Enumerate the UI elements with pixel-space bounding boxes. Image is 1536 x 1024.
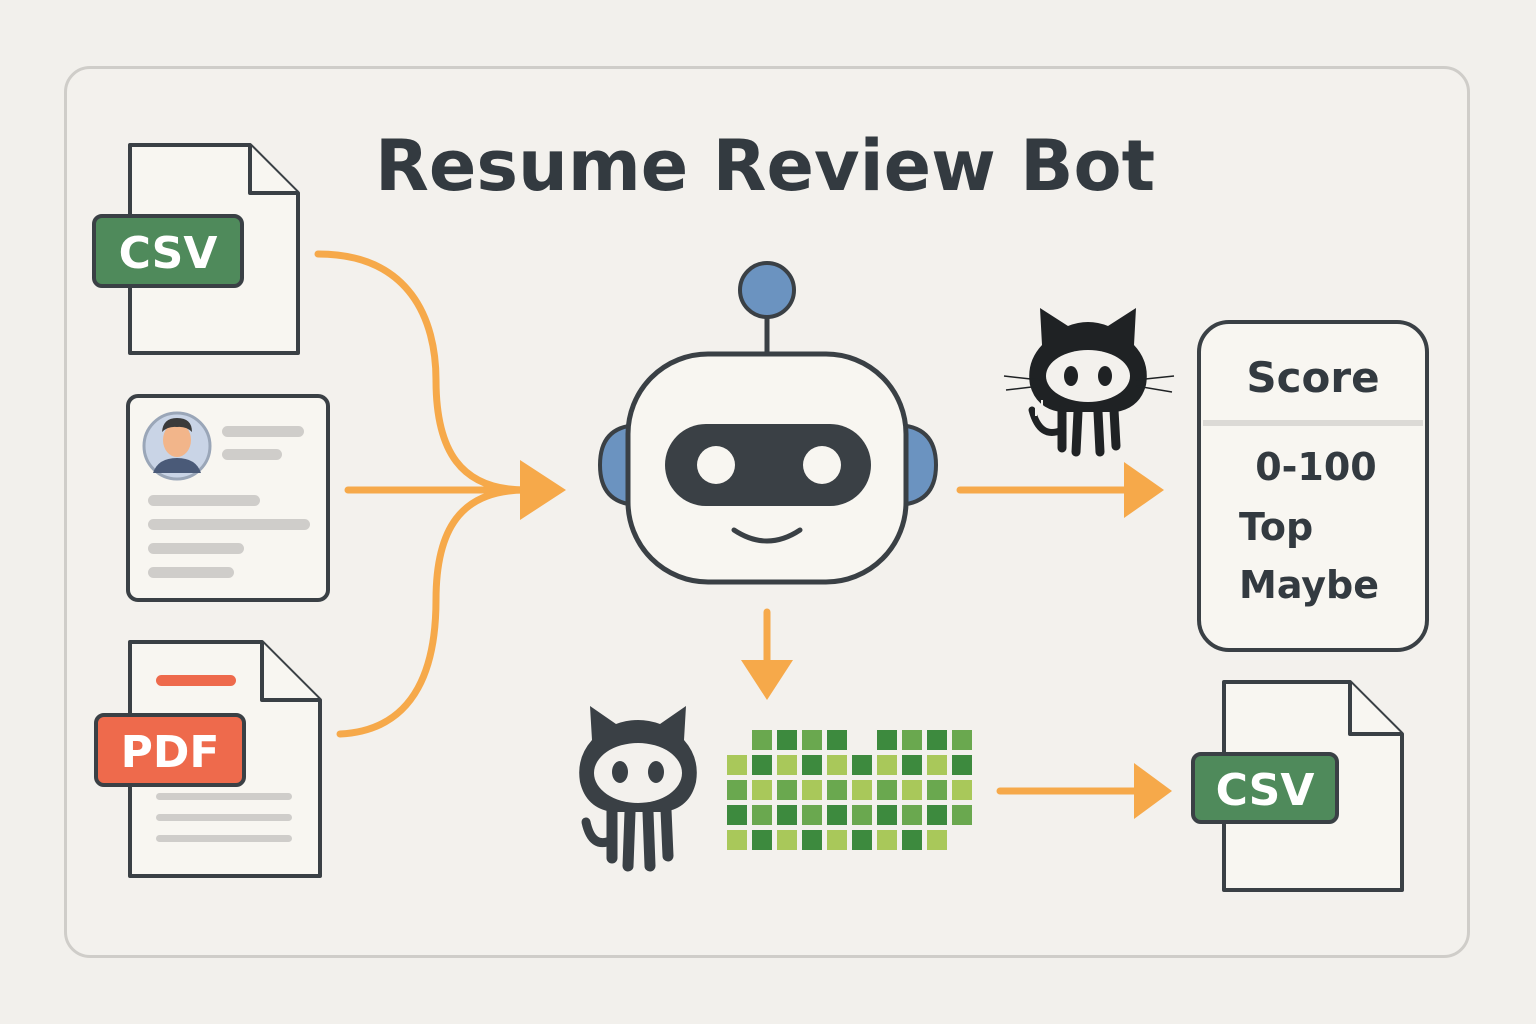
input-arrows	[314, 250, 529, 738]
contribution-cell	[877, 805, 897, 825]
contribution-cell	[827, 830, 847, 850]
score-range: 0-100	[1255, 445, 1377, 489]
contribution-cell	[927, 755, 947, 775]
contribution-cell	[927, 780, 947, 800]
arrow-from-pdf	[336, 486, 529, 738]
contribution-cell	[902, 805, 922, 825]
contribution-cell	[777, 780, 797, 800]
contribution-cell	[902, 830, 922, 850]
contribution-cell	[902, 780, 922, 800]
contribution-cell	[802, 780, 822, 800]
contribution-cell	[927, 805, 947, 825]
input-resume-card	[126, 394, 330, 602]
contribution-cell	[752, 755, 772, 775]
contribution-cell	[752, 730, 772, 750]
contribution-cell	[727, 805, 747, 825]
contribution-cell	[752, 780, 772, 800]
output-csv-badge-label: CSV	[1216, 765, 1315, 816]
contribution-cell	[877, 730, 897, 750]
page-title: Resume Review Bot	[375, 125, 1155, 207]
arrow-head-to-output-csv	[1134, 763, 1172, 819]
contribution-cell	[902, 755, 922, 775]
contribution-cell	[827, 730, 847, 750]
contribution-cell	[802, 830, 822, 850]
contribution-cell	[777, 805, 797, 825]
contribution-cell	[852, 780, 872, 800]
github-octocat-icon-bottom	[579, 706, 697, 872]
contribution-cell	[752, 805, 772, 825]
output-csv-document: CSV	[1191, 680, 1404, 892]
contribution-cell	[827, 805, 847, 825]
contribution-cell	[727, 830, 747, 850]
contribution-grid-icon	[727, 730, 972, 850]
csv-badge-label: CSV	[119, 228, 218, 279]
arrow-head-down	[741, 660, 793, 700]
contribution-cell	[952, 755, 972, 775]
contribution-cell	[852, 805, 872, 825]
contribution-cell	[727, 755, 747, 775]
contribution-cell	[802, 755, 822, 775]
input-csv-document: CSV	[92, 143, 300, 355]
contribution-cell	[877, 755, 897, 775]
pdf-badge-label: PDF	[121, 727, 220, 778]
contribution-cell	[727, 780, 747, 800]
score-heading: Score	[1246, 353, 1379, 402]
avatar-icon	[142, 411, 212, 481]
contribution-cell	[777, 730, 797, 750]
contribution-cell	[827, 780, 847, 800]
contribution-cell	[827, 755, 847, 775]
contribution-cell	[902, 730, 922, 750]
score-item-maybe: Maybe	[1239, 563, 1379, 607]
input-pdf-document: PDF	[94, 640, 322, 878]
contribution-cell	[777, 755, 797, 775]
contribution-cell	[952, 780, 972, 800]
contribution-cell	[802, 730, 822, 750]
arrow-head-to-score	[1124, 462, 1164, 518]
score-item-top: Top	[1239, 505, 1313, 549]
github-octocat-icon-top	[1003, 308, 1175, 457]
contribution-cell	[777, 830, 797, 850]
output-csv-badge	[1191, 752, 1339, 824]
contribution-cell	[952, 730, 972, 750]
contribution-cell	[952, 805, 972, 825]
score-card: Score 0-100 Top Maybe	[1197, 320, 1429, 652]
contribution-cell	[752, 830, 772, 850]
arrow-from-csv	[314, 250, 529, 494]
contribution-cell	[802, 805, 822, 825]
contribution-cell	[927, 730, 947, 750]
robot-icon	[597, 261, 939, 585]
contribution-cell	[927, 830, 947, 850]
csv-badge	[92, 214, 244, 288]
contribution-cell	[852, 755, 872, 775]
contribution-cell	[852, 830, 872, 850]
arrow-head-into-robot	[520, 460, 566, 520]
contribution-cell	[877, 830, 897, 850]
pdf-badge	[94, 713, 246, 787]
contribution-cell	[877, 780, 897, 800]
